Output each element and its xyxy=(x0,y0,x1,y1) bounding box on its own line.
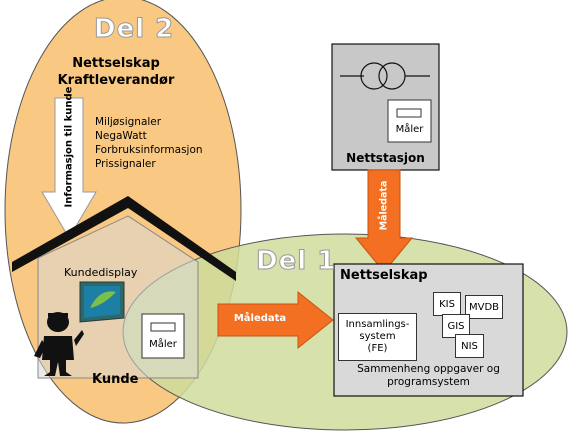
substation-meter-display xyxy=(396,108,422,118)
info-arrow-label: Informasjon til kunde xyxy=(63,86,75,208)
part1-title: Del 1 xyxy=(255,246,337,277)
info-item: NegaWatt xyxy=(95,130,147,142)
system-nis: NIS xyxy=(455,334,484,358)
part2-heading-line1: Nettselskap xyxy=(72,56,160,71)
info-items-list: Miljøsignaler NegaWatt Forbruksinformasj… xyxy=(95,115,203,171)
info-item: Miljøsignaler xyxy=(95,116,162,128)
system-mvdb: MVDB xyxy=(465,295,503,319)
company-caption: Sammenheng oppgaver og programsystem xyxy=(357,363,500,388)
customer-display-label: Kundedisplay xyxy=(64,266,138,279)
substation-meter-box xyxy=(387,99,432,143)
substation-meter-label: Måler xyxy=(395,124,424,135)
system-kis: KIS xyxy=(433,292,461,316)
customer-meter-box xyxy=(141,313,185,359)
customer-display-screen xyxy=(79,281,125,323)
meter-data-vertical-label: Måledata xyxy=(378,180,390,231)
transformer-icon xyxy=(340,62,430,90)
customer-figure xyxy=(34,312,84,376)
meter-data-arrow-vertical xyxy=(354,169,414,273)
info-item: Prissignaler xyxy=(95,158,156,170)
part2-heading-line2: Kraftleverandør xyxy=(57,73,175,88)
customer-meter-display xyxy=(150,322,176,332)
part2-title: Del 2 xyxy=(93,14,175,45)
company-label: Nettselskap xyxy=(340,268,428,283)
meter-data-arrow-horizontal xyxy=(217,290,334,350)
collection-system-box: Innsamlings- system (FE) xyxy=(338,313,417,361)
meter-data-horizontal-label: Måledata xyxy=(233,313,287,324)
customer-label: Kunde xyxy=(92,372,139,387)
house-roof xyxy=(12,196,236,281)
info-item: Forbruksinformasjon xyxy=(95,144,203,156)
info-arrow xyxy=(41,97,97,239)
substation-label: Nettstasjon xyxy=(346,151,425,165)
customer-meter-label: Måler xyxy=(149,339,177,350)
